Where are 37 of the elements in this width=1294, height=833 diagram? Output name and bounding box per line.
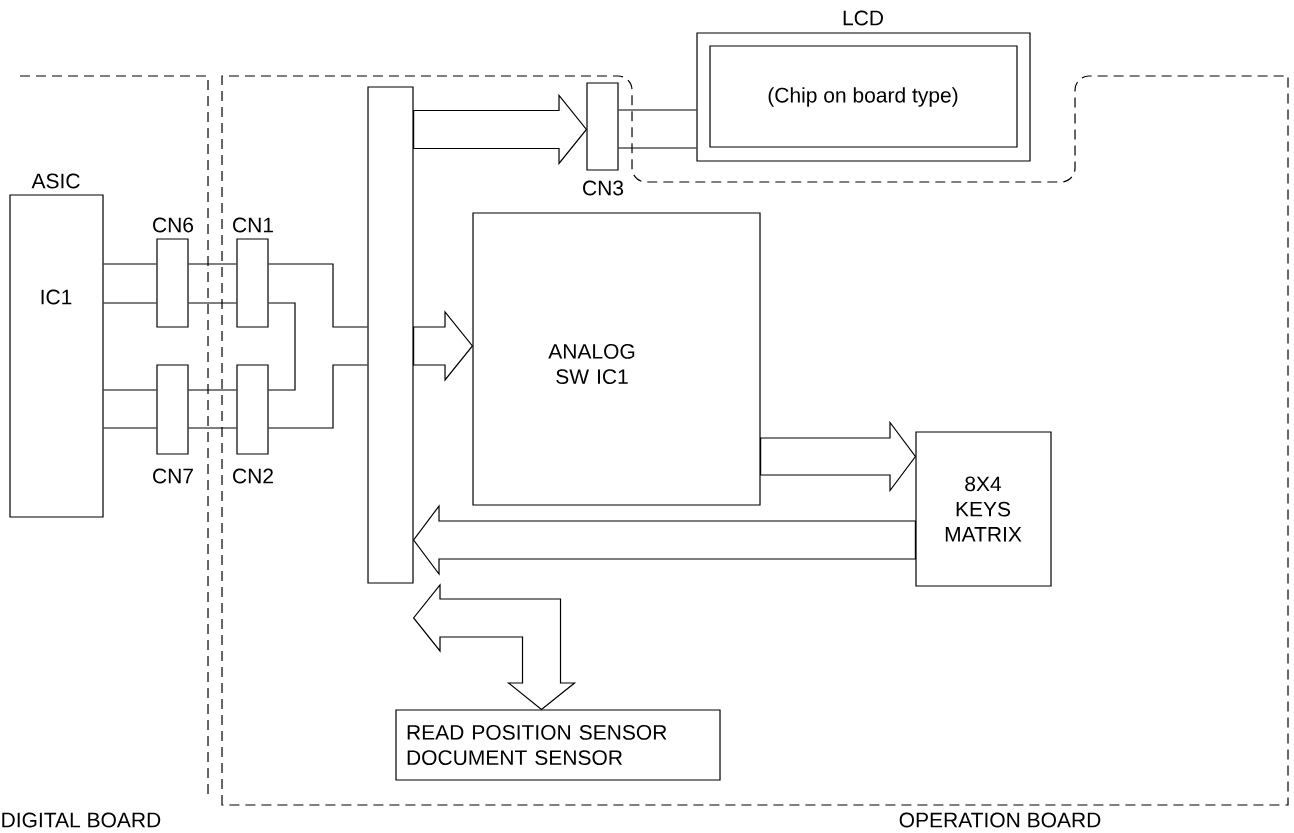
connector-line — [103, 263, 157, 265]
node-label: CN7 — [153, 468, 193, 484]
connector-line — [188, 302, 237, 304]
connector-line — [618, 109, 697, 111]
connector-line — [103, 302, 157, 304]
connector-line — [188, 427, 237, 429]
sensor-box: READ POSITION SENSOR DOCUMENT SENSOR — [395, 709, 721, 781]
chip-box: ASIC IC1 — [9, 173, 104, 518]
bus-bar — [367, 86, 414, 584]
bus-arrow — [413, 310, 474, 382]
node-label: CN1 — [233, 217, 273, 233]
bus-arrow — [412, 504, 916, 576]
chip-box: ANALOG SW IC1 — [472, 212, 761, 506]
connector-line — [103, 389, 157, 391]
bus-arrow — [413, 93, 588, 166]
node-label: CN6 — [153, 217, 194, 233]
connector-line — [188, 263, 237, 265]
connector-line — [268, 263, 368, 328]
bus-arrow — [412, 583, 577, 711]
lcd-box: LCD (Chip on board type) — [696, 10, 1031, 162]
connector-line — [618, 147, 697, 149]
connector-box: CN6 — [153, 217, 194, 328]
connector-box: CN2 — [233, 364, 273, 484]
node-label: ASIC — [31, 173, 80, 189]
connector-box: CN3 — [583, 82, 624, 196]
connector-line — [188, 389, 237, 391]
connector-line — [268, 302, 296, 391]
bus-arrow — [760, 420, 917, 493]
node-label: OPERATION BOARD — [899, 812, 1101, 828]
node-label: CN3 — [583, 180, 624, 196]
node-label: CN2 — [233, 468, 273, 484]
connector-box: CN7 — [153, 364, 193, 484]
connector-line — [268, 364, 368, 429]
node-label: LCD — [843, 10, 883, 26]
connector-line — [103, 427, 157, 429]
connector-box: CN1 — [233, 217, 273, 328]
keys-matrix-box: 8X4 KEYS MATRIX — [915, 431, 1052, 587]
